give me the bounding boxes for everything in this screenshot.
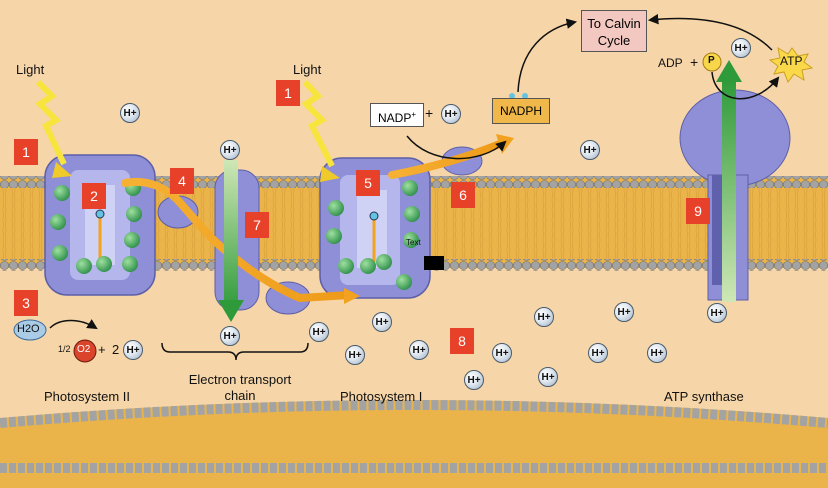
h-ion: H+ — [580, 140, 600, 160]
marker-6: 6 — [451, 182, 475, 208]
h-ion: H+ — [614, 302, 634, 322]
reaction-arrows — [49, 13, 780, 330]
nadph-box: NADPH — [492, 98, 550, 124]
marker-3: 3 — [14, 290, 38, 316]
atp-burst-shape — [768, 46, 814, 84]
marker-2: 2 — [82, 183, 106, 209]
h-ion-label: H+ — [710, 308, 724, 319]
plus-sign-o2: + — [98, 342, 106, 357]
h-ion: H+ — [120, 103, 140, 123]
h-ion: H+ — [534, 307, 554, 327]
h-ion: H+ — [464, 370, 484, 390]
oxygen-molecule — [73, 339, 97, 363]
nadp-label: NADP — [377, 111, 412, 125]
water-label: H2O — [17, 323, 40, 335]
phosphate-label: P — [708, 55, 715, 66]
etc-bracket — [161, 342, 309, 361]
photosystem-i-complex — [319, 157, 431, 299]
h-ion-label: H+ — [734, 43, 748, 54]
calvin-cycle-box: To Calvin Cycle — [581, 10, 647, 52]
h-ion: H+ — [220, 140, 240, 160]
nadp-charge: + — [411, 110, 416, 119]
phosphate-group — [702, 52, 722, 72]
h-ion: H+ — [707, 303, 727, 323]
atp-synthase-label: ATP synthase — [664, 389, 744, 404]
h-ion: H+ — [345, 345, 365, 365]
h-ion-label: H+ — [348, 350, 362, 361]
h-ion: H+ — [647, 343, 667, 363]
h-ion-label: H+ — [375, 317, 389, 328]
h-ion: H+ — [220, 326, 240, 346]
etc-label: Electron transport chain — [188, 372, 292, 403]
marker-1-right: 1 — [276, 80, 300, 106]
marker-9: 9 — [686, 198, 710, 224]
photosystem-ii-label: Photosystem II — [44, 389, 130, 404]
h-ion: H+ — [309, 322, 329, 342]
water-molecule — [13, 319, 47, 341]
h-ion: H+ — [731, 38, 751, 58]
adp-label: ADP — [658, 56, 683, 70]
marker-8: 8 — [450, 328, 474, 354]
h-ion-label: H+ — [583, 145, 597, 156]
atp-label: ATP — [780, 54, 803, 68]
electron-flow-arrows — [121, 134, 514, 304]
plus-sign-adp: + — [690, 54, 699, 70]
h-ion-label: H+ — [591, 348, 605, 359]
h-ion-label: H+ — [537, 312, 551, 323]
marker-5: 5 — [356, 170, 380, 196]
h-ion-label: H+ — [650, 348, 664, 359]
h-ion-label: H+ — [617, 307, 631, 318]
nadph-label: NADPH — [499, 104, 542, 118]
nadp-box: NADP+ — [370, 103, 424, 127]
h-ion-label: H+ — [223, 145, 237, 156]
h-ion-label: H+ — [541, 372, 555, 383]
h-ion-label: H+ — [126, 345, 140, 356]
h-ion: H+ — [588, 343, 608, 363]
h-ion: H+ — [441, 104, 461, 124]
h-ion: H+ — [409, 340, 429, 360]
marker-4: 4 — [170, 168, 194, 194]
h-ion-label: H+ — [495, 348, 509, 359]
proton-flow-arrows — [218, 60, 742, 322]
calvin-cycle-label: To Calvin Cycle — [587, 16, 641, 48]
h-ion: H+ — [492, 343, 512, 363]
electron-dot — [509, 93, 515, 99]
light-bolts — [35, 79, 340, 182]
h-ion: H+ — [123, 340, 143, 360]
h-ion-label: H+ — [312, 327, 326, 338]
lower-membrane — [0, 400, 828, 488]
coefficient-two: 2 — [112, 342, 120, 357]
text-tag: Text — [406, 238, 421, 247]
marker-1-left: 1 — [14, 139, 38, 165]
h-ion-label: H+ — [223, 331, 237, 342]
h-ion: H+ — [538, 367, 558, 387]
h-ion-label: H+ — [123, 108, 137, 119]
redaction-box — [424, 256, 444, 270]
h-ion-label: H+ — [467, 375, 481, 386]
plus-sign-nadp: + — [425, 105, 434, 121]
oxygen-label: O2 — [77, 344, 91, 355]
marker-7: 7 — [245, 212, 269, 238]
half-fraction: 1/2 — [58, 344, 71, 354]
h-ion: H+ — [372, 312, 392, 332]
electron-dot — [522, 93, 528, 99]
light-label-left: Light — [16, 62, 45, 77]
light-label-right: Light — [293, 62, 322, 77]
photosystem-i-label: Photosystem I — [340, 389, 423, 404]
h-ion-label: H+ — [412, 345, 426, 356]
h-ion-label: H+ — [444, 109, 458, 120]
